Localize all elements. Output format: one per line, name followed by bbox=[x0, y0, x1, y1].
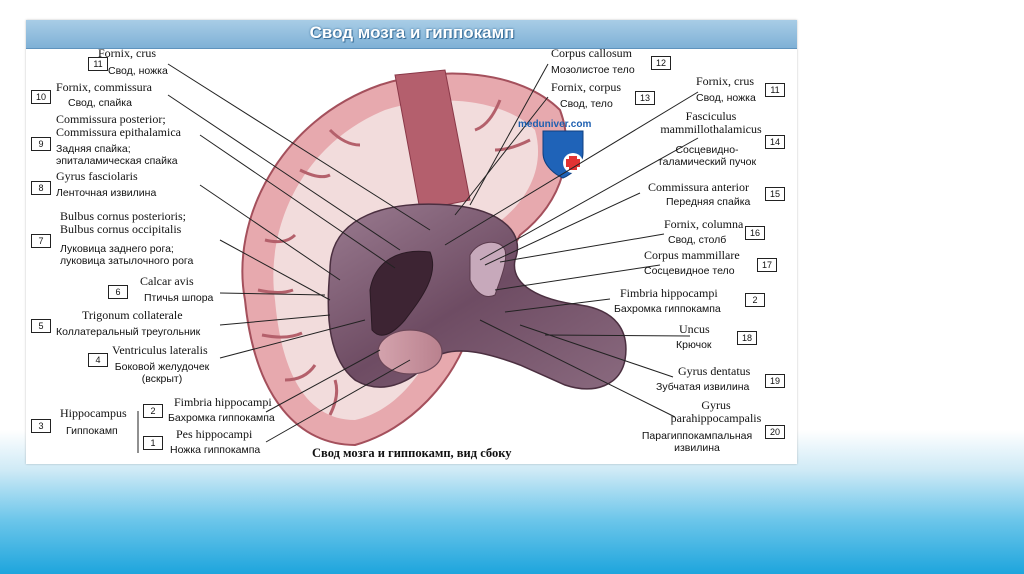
label-number: 13 bbox=[635, 91, 655, 105]
label-number: 2 bbox=[143, 404, 163, 418]
fornix-columns bbox=[469, 241, 507, 297]
label-latin: Gyrus fasciolaris bbox=[56, 169, 138, 183]
label-number: 11 bbox=[765, 83, 785, 97]
watermark-site: meduniver.com bbox=[518, 119, 592, 130]
label-number: 19 bbox=[765, 374, 785, 388]
label-russian: Свод, тело bbox=[560, 98, 613, 110]
label-latin: Fornix, crus bbox=[98, 46, 156, 60]
label-latin: Calcar avis bbox=[140, 274, 194, 288]
label-number: 20 bbox=[765, 425, 785, 439]
label-russian: Коллатеральный треугольник bbox=[56, 326, 201, 338]
central-gyrus bbox=[394, 69, 471, 211]
label-russian: Задняя спайка; эпиталамическая спайка bbox=[56, 143, 178, 167]
pes-hippocampi-lobe bbox=[377, 329, 443, 375]
label-latin: Fornix, corpus bbox=[551, 80, 621, 94]
label-russian: Передняя спайка bbox=[666, 196, 751, 208]
label-latin: Uncus bbox=[679, 322, 710, 336]
label-russian: Гиппокамп bbox=[66, 425, 118, 437]
label-number: 8 bbox=[31, 181, 51, 195]
label-russian: Мозолистое тело bbox=[551, 64, 635, 76]
shield-icon bbox=[542, 130, 584, 179]
label-number: 7 bbox=[31, 234, 51, 248]
label-number: 3 bbox=[31, 419, 51, 433]
label-number: 6 bbox=[108, 285, 128, 299]
label-russian: Свод, столб bbox=[668, 234, 727, 246]
label-latin: Gyrus dentatus bbox=[678, 364, 751, 378]
label-russian: Бахромка гиппокампа bbox=[614, 303, 721, 315]
figure-header: Свод мозга и гиппокамп bbox=[26, 20, 797, 49]
label-latin: Commissura anterior bbox=[648, 180, 749, 194]
label-russian: Ленточная извилина bbox=[56, 187, 157, 199]
label-russian: Бахромка гиппокампа bbox=[168, 412, 275, 424]
label-latin: Corpus mammillare bbox=[644, 248, 740, 262]
label-number: 15 bbox=[765, 187, 785, 201]
label-number: 16 bbox=[745, 226, 765, 240]
label-number: 5 bbox=[31, 319, 51, 333]
label-number: 10 bbox=[31, 90, 51, 104]
label-russian: Свод, спайка bbox=[68, 97, 132, 109]
label-number: 14 bbox=[765, 135, 785, 149]
label-russian: Ножка гиппокампа bbox=[170, 444, 261, 456]
label-russian: Луковица заднего рога; луковица затылочн… bbox=[60, 243, 194, 267]
label-russian: Птичья шпора bbox=[144, 292, 214, 304]
label-number: 1 bbox=[143, 436, 163, 450]
label-number: 11 bbox=[88, 57, 108, 71]
label-latin: Bulbus cornus posterioris; Bulbus cornus… bbox=[60, 209, 186, 236]
label-latin: Fimbria hippocampi bbox=[174, 395, 272, 409]
label-russian: Свод, ножка bbox=[108, 65, 168, 77]
figure-caption: Свод мозга и гиппокамп, вид сбоку bbox=[312, 446, 512, 460]
label-russian: Сосцевидное тело bbox=[644, 265, 735, 277]
label-latin: Fornix, commissura bbox=[56, 80, 152, 94]
label-latin: Commissura posterior; Commissura epithal… bbox=[56, 112, 181, 139]
label-number: 12 bbox=[651, 56, 671, 70]
label-latin: Fasciculus mammillothalamicus bbox=[660, 109, 762, 136]
label-latin: Fimbria hippocampi bbox=[620, 286, 718, 300]
label-latin: Ventriculus lateralis bbox=[112, 343, 208, 357]
label-russian: Крючок bbox=[676, 339, 712, 351]
label-latin: Corpus callosum bbox=[551, 46, 632, 60]
label-russian: Парагиппокампальная извилина bbox=[641, 430, 753, 454]
label-number: 9 bbox=[31, 137, 51, 151]
label-russian: Сосцевидно-таламический пучок bbox=[657, 144, 757, 168]
lateral-ventricle bbox=[369, 250, 434, 336]
label-number: 18 bbox=[737, 331, 757, 345]
figure-title: Свод мозга и гиппокамп bbox=[309, 23, 515, 42]
label-latin: Fornix, columna bbox=[664, 217, 744, 231]
label-russian: Свод, ножка bbox=[696, 92, 756, 104]
label-latin: Gyrus parahippocampalis bbox=[670, 398, 762, 425]
leader-lines bbox=[137, 63, 699, 453]
label-number: 4 bbox=[88, 353, 108, 367]
label-latin: Fornix, crus bbox=[696, 74, 754, 88]
label-russian: Боковой желудочек (вскрыт) bbox=[114, 361, 210, 385]
label-russian: Зубчатая извилина bbox=[656, 381, 750, 393]
label-latin: Hippocampus bbox=[60, 406, 127, 420]
label-number: 2 bbox=[745, 293, 765, 307]
label-number: 17 bbox=[757, 258, 777, 272]
label-latin: Pes hippocampi bbox=[176, 427, 253, 441]
label-latin: Trigonum collaterale bbox=[82, 308, 183, 322]
